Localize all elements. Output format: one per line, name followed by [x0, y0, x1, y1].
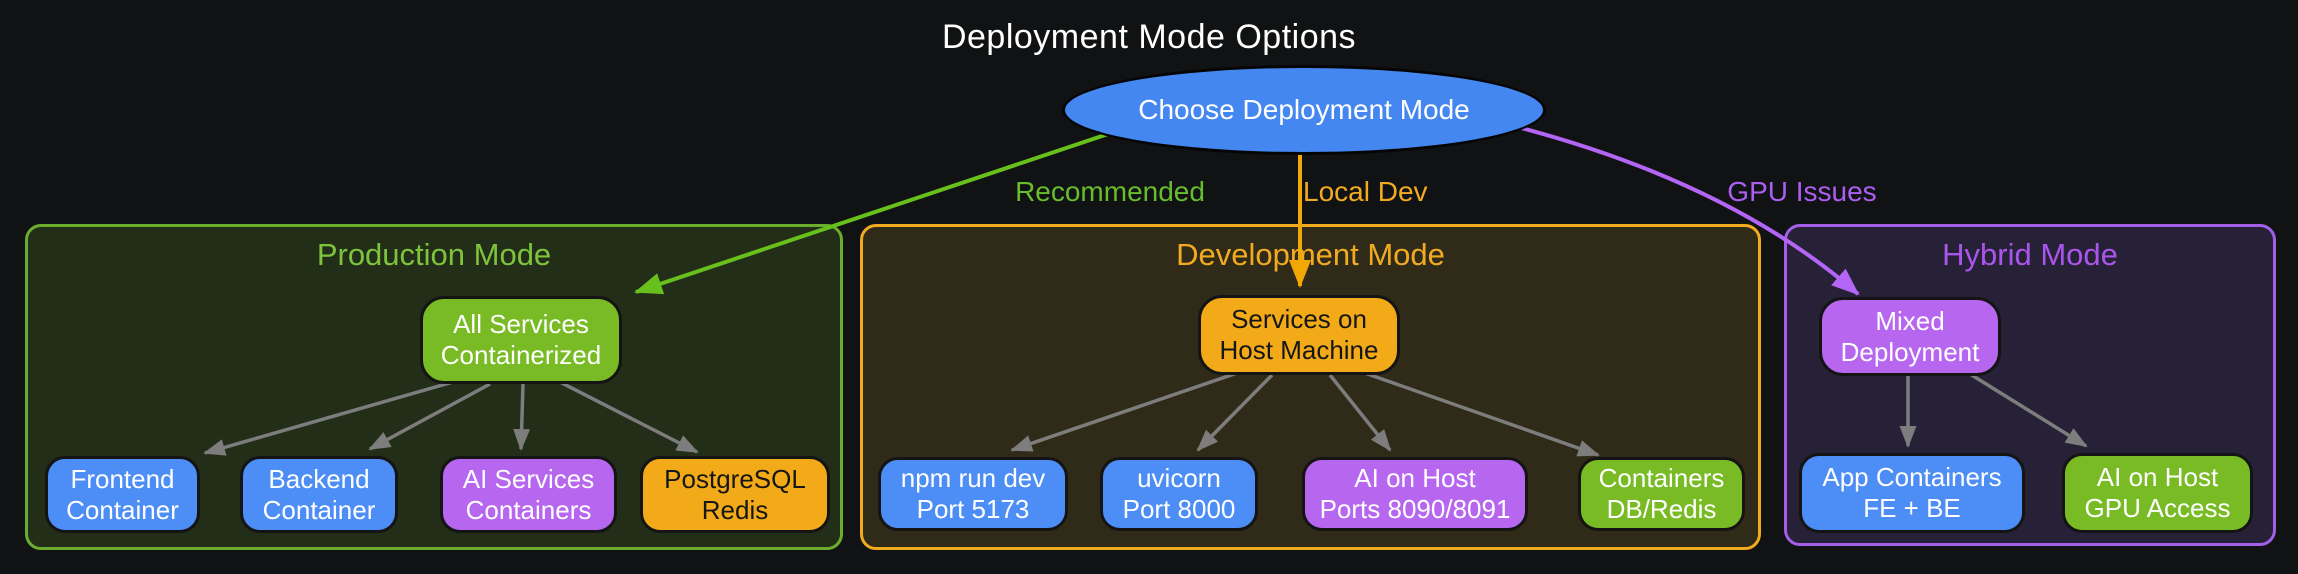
- edge-prod-frontend: [203, 378, 461, 456]
- node-mixed-deployment: Mixed Deployment: [1819, 297, 2001, 376]
- node-postgresql-redis: PostgreSQL Redis: [640, 456, 830, 533]
- edge-dev-containers: [1361, 370, 1600, 457]
- node-backend-container: Backend Container: [240, 456, 398, 533]
- edge-gpu-issues: [1497, 120, 1860, 296]
- edge-dev-uvicorn: [1196, 373, 1274, 452]
- edge-prod-ai-services: [513, 383, 531, 451]
- node-ai-services-containers: AI Services Containers: [440, 456, 617, 533]
- edge-hyb-ai-host: [1969, 372, 2088, 448]
- edge-prod-postgres: [555, 378, 699, 454]
- diagram-title: Deployment Mode Options: [941, 18, 1357, 56]
- node-npm-run-dev: npm run dev Port 5173: [878, 457, 1068, 531]
- node-containers-db-redis: Containers DB/Redis: [1578, 457, 1745, 531]
- section-title-hybrid: Hybrid Mode: [1942, 237, 2118, 272]
- section-title-production: Production Mode: [316, 237, 552, 272]
- edge-dev-npm: [1010, 370, 1241, 452]
- edge-label-gpu-issues: GPU Issues: [1727, 176, 1877, 207]
- node-services-on-host-machine: Services on Host Machine: [1198, 295, 1400, 375]
- edge-label-local-dev: Local Dev: [1303, 176, 1428, 207]
- edge-recommended: [634, 132, 1109, 295]
- node-uvicorn: uvicorn Port 8000: [1100, 457, 1258, 531]
- node-frontend-container: Frontend Container: [45, 456, 200, 533]
- edge-label-recommended: Recommended: [1015, 176, 1205, 207]
- node-app-containers-fe-be: App Containers FE + BE: [1799, 453, 2025, 533]
- node-choose-deployment-mode: Choose Deployment Mode: [1062, 65, 1546, 155]
- node-ai-on-host-gpu: AI on Host GPU Access: [2062, 453, 2253, 533]
- node-all-services-containerized: All Services Containerized: [420, 296, 622, 384]
- node-ai-on-host-ports: AI on Host Ports 8090/8091: [1302, 457, 1528, 531]
- edge-dev-ai-host: [1328, 373, 1392, 452]
- edge-prod-backend: [368, 382, 491, 451]
